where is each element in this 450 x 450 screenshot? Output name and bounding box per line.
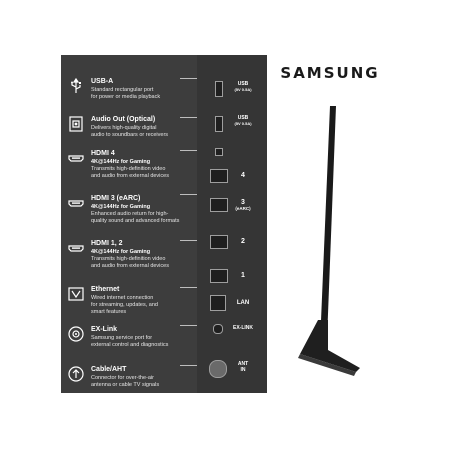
port-row-cable-antenna: Cable/AHT Connector for over-the-air ant… [61, 353, 261, 393]
port-title: Audio Out (Optical) [91, 116, 156, 123]
description-line: for streaming, updates, and [91, 302, 158, 308]
port-label-text: USB [237, 81, 249, 87]
leader-line [180, 117, 212, 118]
ex-link-port [213, 324, 223, 334]
usb-port-label: USB (5V 0.5A) [231, 115, 255, 127]
hdmi-1-port [210, 269, 228, 283]
antenna-icon [67, 365, 85, 383]
port-label-text: ANT [237, 361, 249, 367]
port-title: Cable/AHT [91, 366, 127, 373]
ex-link-icon [67, 325, 85, 343]
port-row-hdmi-4: HDMI 4 4K@144Hz for Gaming Transmits hig… [61, 137, 261, 180]
hdmi-3-label: 3 (eARC) [231, 199, 255, 212]
ethernet-icon [67, 285, 85, 303]
port-title: HDMI 3 (eARC) [91, 195, 141, 202]
description-line: Connector for over-the-air [91, 375, 154, 381]
description-line: and audio from external devices [91, 173, 169, 179]
port-row-ethernet: Ethernet Wired internet connection for s… [61, 273, 261, 316]
hdmi-4-port [210, 169, 228, 183]
port-title: EX-Link [91, 326, 118, 333]
port-description: 4K@144Hz for Gaming Enhanced audio retur… [91, 204, 221, 225]
port-label-text: USB [237, 115, 249, 121]
port-label-subtext: (eARC) [235, 206, 251, 211]
optical-port [215, 148, 223, 156]
port-description: Connector for over-the-air antenna or ca… [91, 375, 221, 389]
description-line: Transmits high-definition video [91, 256, 166, 262]
description-line: for power or media playback [91, 94, 161, 100]
hdmi-icon [67, 149, 85, 167]
usb-port [215, 81, 223, 97]
port-description: Delivers high-quality digital audio to s… [91, 125, 221, 139]
hdmi-1-label: 1 [241, 272, 245, 279]
lan-port [210, 295, 226, 311]
hdmi-3-port [210, 198, 228, 212]
port-description: Standard rectangular port for power or m… [91, 87, 221, 101]
optical-audio-icon [67, 115, 85, 133]
usb-icon [67, 77, 85, 95]
description-line: audio to soundbars or receivers [91, 132, 169, 138]
hdmi-2-label: 2 [241, 238, 245, 245]
leader-line [180, 287, 212, 288]
description-line: smart features [91, 309, 127, 315]
port-label-subtext: IN [240, 367, 246, 373]
leader-line [180, 78, 212, 79]
gaming-spec: 4K@144Hz for Gaming [91, 204, 151, 210]
port-label-text: 3 [241, 199, 245, 206]
port-row-audio-out: Audio Out (Optical) Delivers high-qualit… [61, 103, 261, 143]
description-line: antenna or cable TV signals [91, 382, 160, 388]
port-row-hdmi-1-2: HDMI 1, 2 4K@144Hz for Gaming Transmits … [61, 227, 261, 270]
description-line: Delivers high-quality digital [91, 125, 157, 131]
port-title: USB-A [91, 78, 114, 85]
port-description: 4K@144Hz for Gaming Transmits high-defin… [91, 159, 221, 180]
gaming-spec: 4K@144Hz for Gaming [91, 249, 151, 255]
description-line: and audio from external devices [91, 263, 169, 269]
description-line: Samsung service port for [91, 335, 153, 341]
hdmi-4-label: 4 [241, 172, 245, 179]
brand-logo: SAMSUNG [280, 64, 380, 82]
port-row-hdmi-3-earc: HDMI 3 (eARC) 4K@144Hz for Gaming Enhanc… [61, 182, 261, 225]
description-line: Standard rectangular port [91, 87, 154, 93]
description-line: Enhanced audio return for high- [91, 211, 169, 217]
port-description: Samsung service port for external contro… [91, 335, 221, 349]
port-label-subtext: (5V 0.5A) [234, 121, 252, 126]
hdmi-icon [67, 239, 85, 257]
hdmi-2-port [210, 235, 228, 249]
port-description: 4K@144Hz for Gaming Transmits high-defin… [91, 249, 221, 270]
usb-port-label: USB (5V 0.5A) [231, 81, 255, 93]
port-description: Wired internet connection for streaming,… [91, 295, 221, 316]
description-line: quality sound and advanced formats [91, 218, 180, 224]
leader-line [180, 150, 212, 151]
usb-port [215, 116, 223, 132]
port-title: Ethernet [91, 286, 120, 293]
port-title: HDMI 1, 2 [91, 240, 123, 247]
description-line: external control and diagnostics [91, 342, 169, 348]
leader-line [180, 194, 212, 195]
leader-line [180, 325, 212, 326]
description-line: Transmits high-definition video [91, 166, 166, 172]
port-title: HDMI 4 [91, 150, 115, 157]
gaming-spec: 4K@144Hz for Gaming [91, 159, 151, 165]
antenna-label: ANT IN [231, 361, 255, 373]
leader-line [180, 240, 212, 241]
port-row-usb-a: USB-A Standard rectangular port for powe… [61, 65, 261, 105]
tv-port-panel: USB (5V 0.5A) USB (5V 0.5A) 4 3 (eARC) 2… [197, 55, 267, 393]
port-label-subtext: (5V 0.5A) [234, 87, 252, 92]
tv-side-profile-image [298, 106, 360, 376]
antenna-port [209, 360, 227, 378]
port-row-ex-link: EX-Link Samsung service port for externa… [61, 313, 261, 353]
lan-label: LAN [236, 300, 250, 306]
ex-link-label: EX-LINK [233, 325, 253, 331]
hdmi-icon [67, 194, 85, 212]
leader-line [180, 365, 212, 366]
description-line: Wired internet connection [91, 295, 154, 301]
